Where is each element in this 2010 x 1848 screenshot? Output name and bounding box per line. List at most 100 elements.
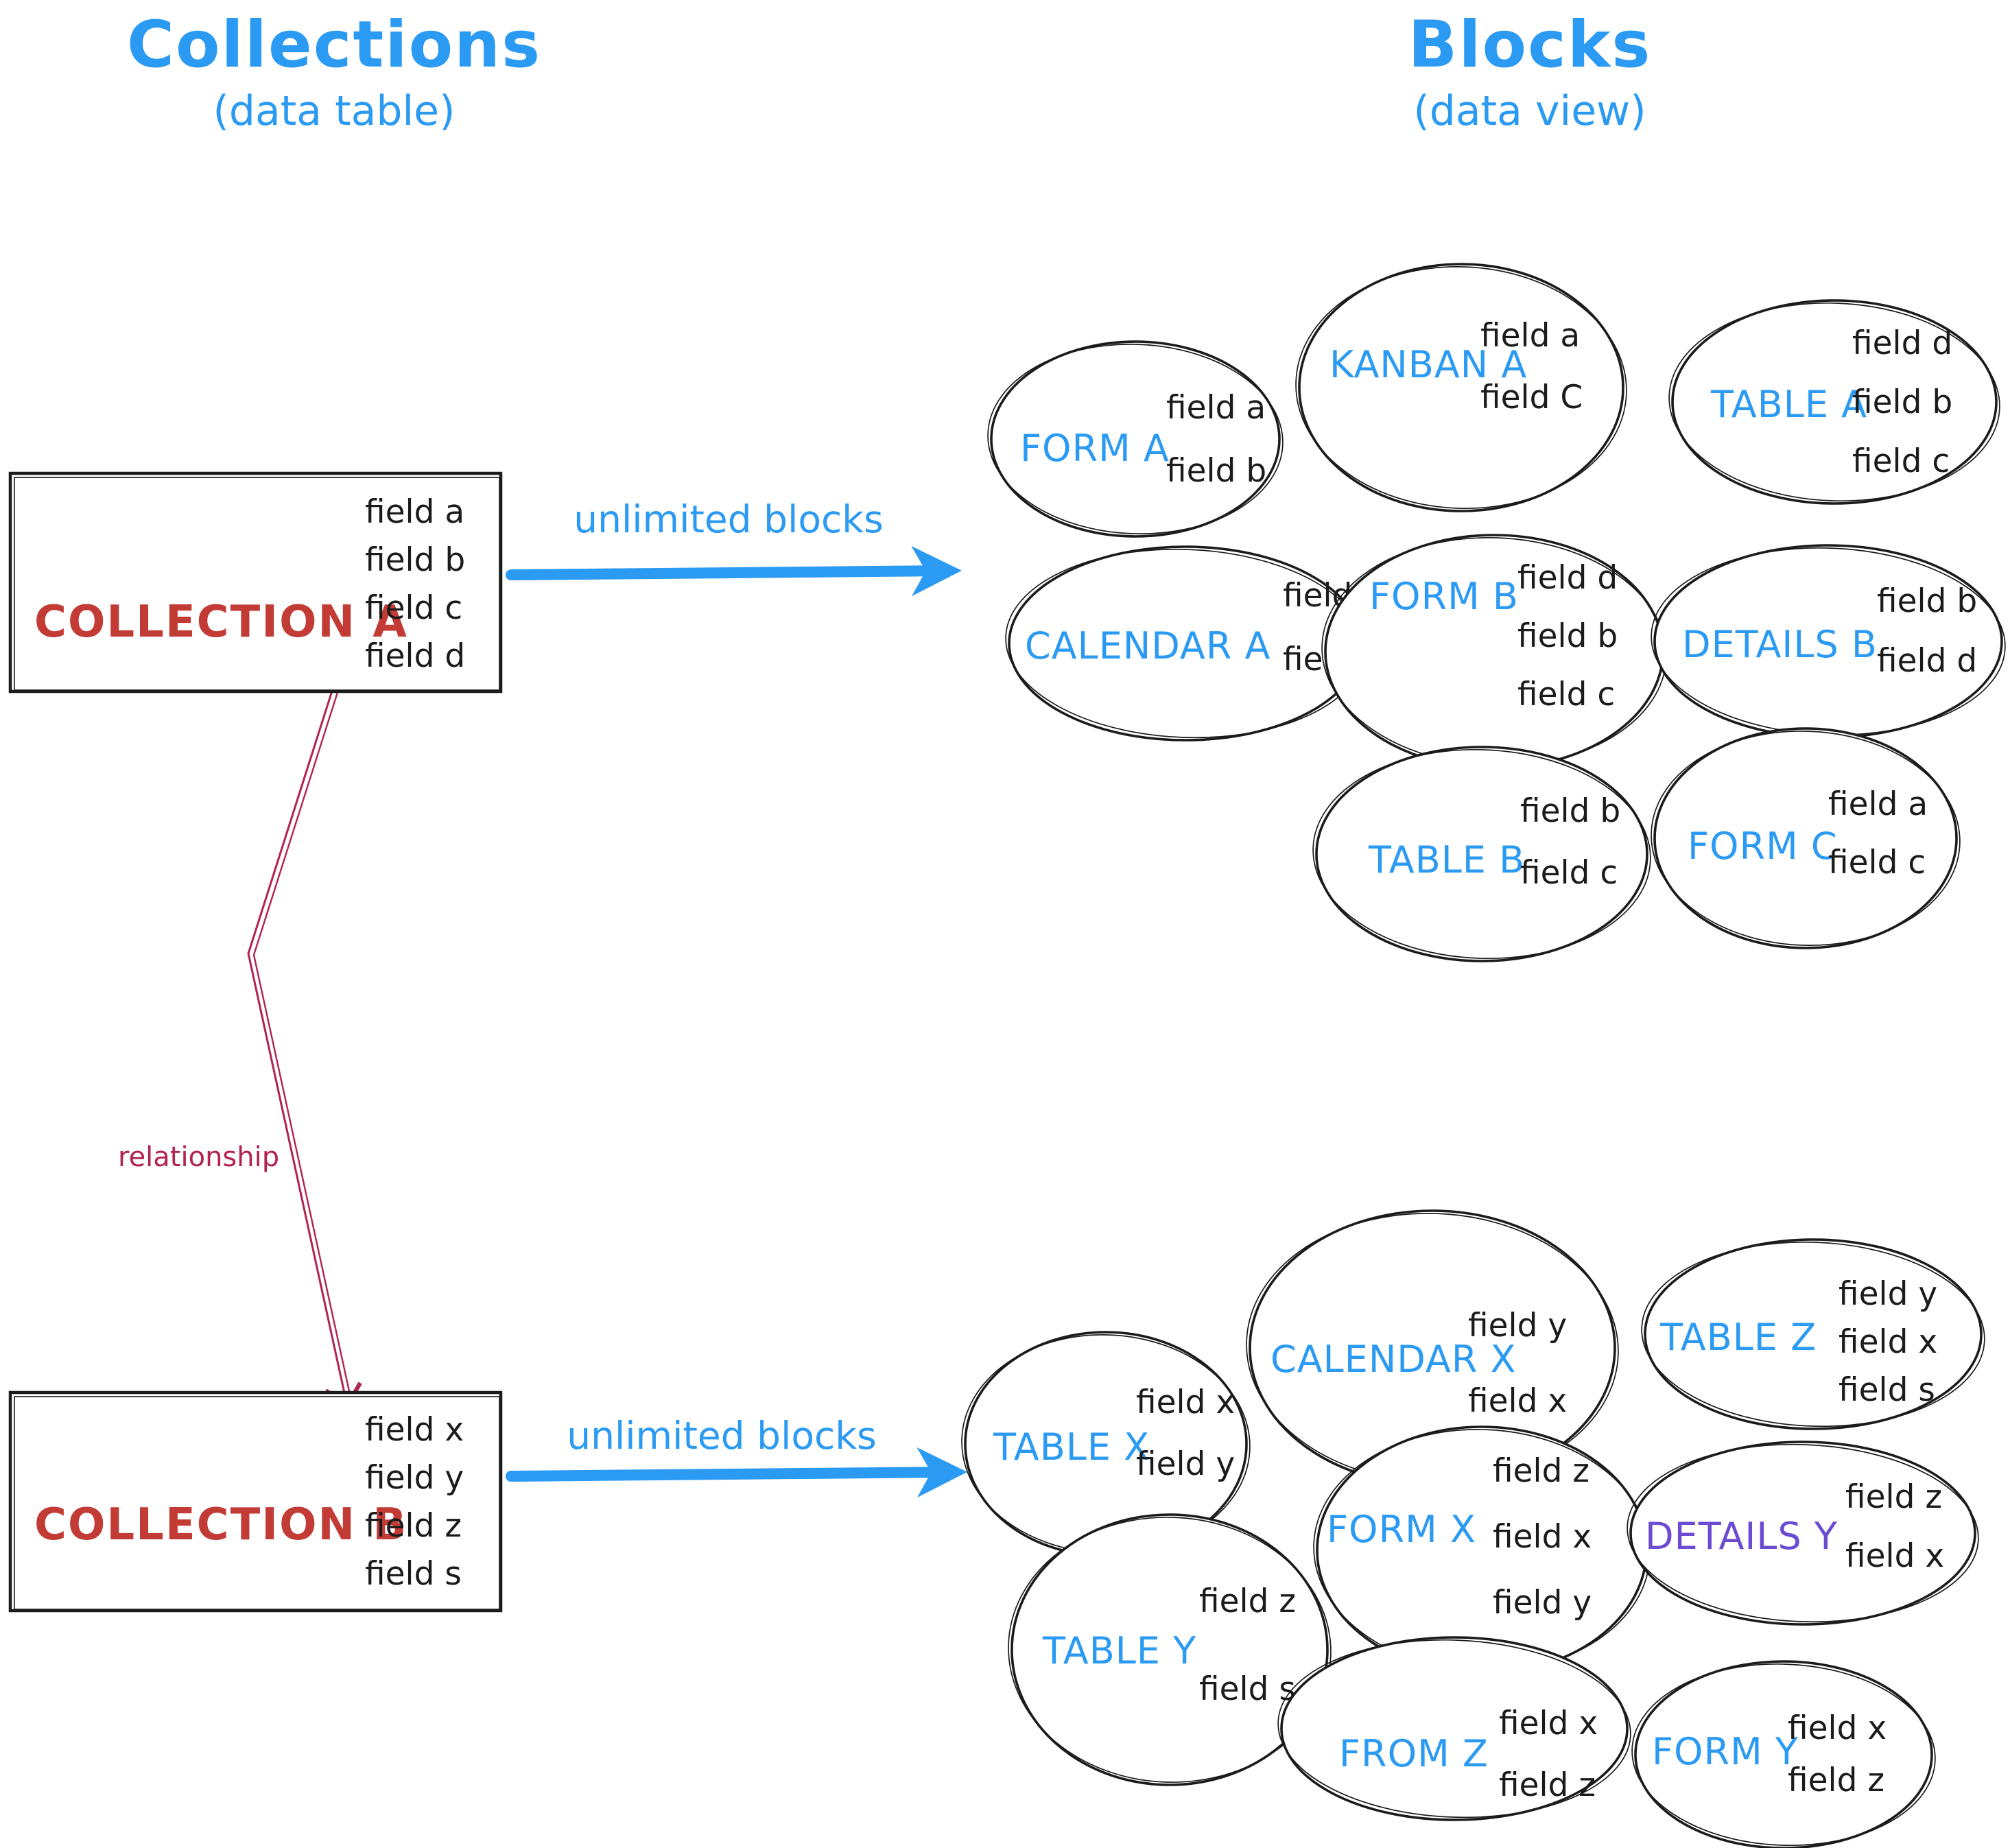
block-ellipse xyxy=(990,340,1281,538)
arrow-line xyxy=(506,545,962,597)
collection-rect-echo xyxy=(14,477,500,691)
block-field: field b xyxy=(1852,383,1952,421)
relationship-connector: relationship xyxy=(118,667,354,1413)
block-field: field C xyxy=(1480,379,1583,416)
block-ellipse xyxy=(1298,263,1624,512)
collection-rect xyxy=(8,1390,503,1613)
block-field: field z xyxy=(1788,1762,1884,1799)
block-field: field b xyxy=(1520,792,1620,830)
block-field: field c xyxy=(1520,854,1618,892)
block-label: TABLE A xyxy=(1710,383,1867,426)
block-field: field d xyxy=(1877,642,1977,680)
block-field: field b xyxy=(1166,452,1266,490)
collection-title: COLLECTION A xyxy=(34,597,408,648)
block-ellipse xyxy=(1280,1636,1629,1821)
block-field: field c xyxy=(1852,442,1950,480)
collection-field: field c xyxy=(365,589,462,627)
blocks-subtitle: (data view) xyxy=(1413,87,1646,136)
block-ellipse-echo xyxy=(1651,731,1961,946)
collections-title: Collections xyxy=(126,8,542,82)
block-field: field z xyxy=(1493,1452,1589,1490)
block-field: field c xyxy=(1517,676,1615,713)
block-field: field y xyxy=(1493,1584,1592,1622)
block-label: FORM X xyxy=(1327,1508,1476,1551)
block-label: KANBAN A xyxy=(1329,343,1527,386)
block-ellipse-echo xyxy=(1312,748,1651,960)
block-label: DETAILS Y xyxy=(1645,1515,1838,1558)
arrow-label: unlimited blocks xyxy=(574,497,884,541)
blocks-header: Blocks (data view) xyxy=(1408,8,1652,136)
block-ellipse-echo xyxy=(1668,302,2000,502)
collection-field: field b xyxy=(365,541,465,579)
block-field: field x xyxy=(1468,1382,1567,1420)
collection-rect-echo xyxy=(14,1396,500,1610)
block-label: FORM Y xyxy=(1652,1730,1799,1773)
unlimited-blocks-arrow: unlimited blocks xyxy=(506,1414,967,1498)
block-label: TABLE Y xyxy=(1042,1629,1196,1672)
arrow-label: unlimited blocks xyxy=(567,1414,877,1458)
block-label: FORM A xyxy=(1020,427,1170,470)
collections-subtitle: (data table) xyxy=(213,87,456,136)
block-ellipse-echo xyxy=(1277,1639,1631,1819)
block-field: field x xyxy=(1493,1518,1592,1556)
block-label: CALENDAR A xyxy=(1025,624,1270,667)
relationship-label: relationship xyxy=(118,1141,279,1173)
block-field: field z xyxy=(1845,1478,1942,1516)
block-ellipse-echo xyxy=(1641,1241,1985,1428)
collection-field: field s xyxy=(365,1555,462,1593)
arrow-line xyxy=(506,1447,967,1498)
block-ellipse xyxy=(1671,299,1998,505)
block-from-z: FROM Z field x field z xyxy=(1277,1636,1631,1821)
block-ellipse xyxy=(1634,1660,1933,1848)
block-ellipse-echo xyxy=(987,344,1284,534)
block-field: field a xyxy=(1166,389,1266,427)
block-ellipse xyxy=(1653,727,1958,949)
block-label: CALENDAR X xyxy=(1270,1338,1517,1381)
block-ellipse xyxy=(1644,1238,1983,1430)
block-table-z: TABLE Z field y field x field s xyxy=(1641,1238,1985,1430)
block-ellipse-echo xyxy=(1295,266,1627,509)
collection-field: field z xyxy=(365,1507,462,1545)
block-field: field d xyxy=(1852,324,1952,362)
block-label: FORM C xyxy=(1688,825,1838,868)
block-field: field y xyxy=(1468,1307,1567,1344)
block-field: field b xyxy=(1877,582,1977,620)
collection-field: field d xyxy=(365,637,465,675)
block-field: field d xyxy=(1517,559,1618,597)
block-ellipse xyxy=(1010,1513,1329,1786)
relationship-line xyxy=(247,667,348,1412)
block-ellipse xyxy=(1629,1441,1976,1626)
collection-rect xyxy=(8,471,503,694)
block-field: field x xyxy=(1838,1323,1937,1361)
block-ellipse-echo xyxy=(1631,1663,1936,1847)
blocks-title: Blocks xyxy=(1408,8,1652,82)
block-label: TABLE X xyxy=(993,1425,1150,1469)
collection-field: field a xyxy=(365,493,464,531)
block-label: TABLE B xyxy=(1368,838,1525,881)
block-label: DETAILS B xyxy=(1682,623,1878,666)
block-label: TABLE Z xyxy=(1659,1316,1817,1359)
block-field: field x xyxy=(1499,1705,1598,1742)
block-ellipse-echo xyxy=(1627,1443,1979,1623)
block-field: field x xyxy=(1136,1384,1235,1421)
collection-field: field x xyxy=(365,1411,464,1449)
block-field: field z xyxy=(1199,1583,1296,1620)
collection-field: field y xyxy=(365,1459,464,1497)
unlimited-blocks-arrow: unlimited blocks xyxy=(506,497,962,597)
block-field: field y xyxy=(1838,1275,1937,1313)
block-field: field s xyxy=(1199,1670,1296,1708)
block-label: FROM Z xyxy=(1339,1732,1489,1775)
block-ellipse-echo xyxy=(1008,1517,1332,1783)
block-table-b: TABLE B field b field c xyxy=(1312,746,1651,962)
block-field: field z xyxy=(1499,1766,1596,1804)
block-field: field s xyxy=(1838,1371,1935,1409)
